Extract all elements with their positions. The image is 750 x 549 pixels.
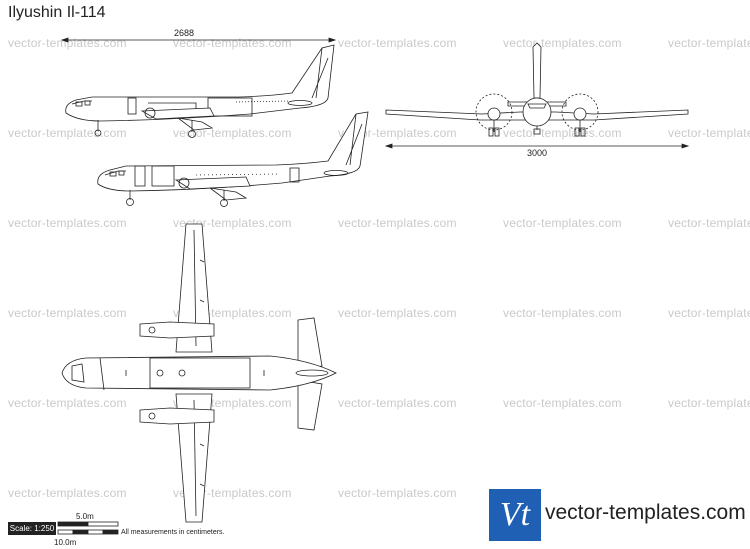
watermark-text: vector-templates.com xyxy=(503,306,622,320)
watermark-text: vector-templates.com xyxy=(338,126,457,140)
watermark-text: vector-templates.com xyxy=(338,486,457,500)
watermark-text: vector-templates.com xyxy=(668,216,750,230)
length-dimension-line xyxy=(60,37,337,43)
page-title: Ilyushin Il-114 xyxy=(8,4,106,21)
watermark-text: vector-templates.com xyxy=(8,396,127,410)
watermark-text: vector-templates.com xyxy=(338,36,457,50)
watermark-text: vector-templates.com xyxy=(503,36,622,50)
watermark-text: vector-templates.com xyxy=(173,36,292,50)
watermark-text: vector-templates.com xyxy=(503,396,622,410)
watermark-text: vector-templates.com xyxy=(338,216,457,230)
watermark-text: vector-templates.com xyxy=(8,126,127,140)
watermark-text: vector-templates.com xyxy=(668,396,750,410)
side-view-lower xyxy=(97,111,369,207)
watermark-text: vector-templates.com xyxy=(173,126,292,140)
watermark-text: vector-templates.com xyxy=(8,306,127,320)
scale-upper-mark: 5.0m xyxy=(76,512,94,521)
measurement-note: All measurements in centimeters. xyxy=(121,529,225,536)
brand-site-name: vector-templates.com xyxy=(545,501,746,524)
brand-logo-icon: Vt xyxy=(489,489,541,541)
scale-label-box: Scale: 1:250 xyxy=(8,522,56,535)
watermark-text: vector-templates.com xyxy=(668,36,750,50)
scale-bar xyxy=(57,521,119,535)
watermark-text: vector-templates.com xyxy=(8,486,127,500)
watermark-text: vector-templates.com xyxy=(503,126,622,140)
scale-lower-mark: 10.0m xyxy=(54,538,77,547)
watermark-text: vector-templates.com xyxy=(173,216,292,230)
watermark-text: vector-templates.com xyxy=(503,216,622,230)
front-view xyxy=(385,42,689,137)
watermark-text: vector-templates.com xyxy=(668,126,750,140)
watermark-text: vector-templates.com xyxy=(668,306,750,320)
watermark-text: vector-templates.com xyxy=(338,396,457,410)
length-dimension-label: 2688 xyxy=(174,28,195,38)
watermark-text: vector-templates.com xyxy=(8,216,127,230)
watermark-text: vector-templates.com xyxy=(338,306,457,320)
wingspan-dimension-line xyxy=(384,143,690,149)
side-view-upper xyxy=(65,44,335,138)
wingspan-dimension-label: 3000 xyxy=(527,148,548,158)
watermark-text: vector-templates.com xyxy=(8,36,127,50)
top-view xyxy=(61,223,337,523)
